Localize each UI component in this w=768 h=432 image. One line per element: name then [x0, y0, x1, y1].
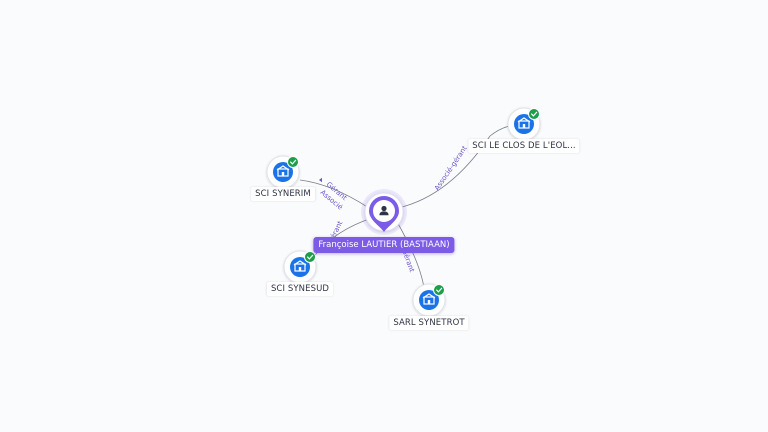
person-node[interactable]: [361, 189, 407, 235]
edge-synerim: [299, 179, 370, 209]
edge-label-clos: Associé-gérant: [433, 144, 469, 192]
company-label-synesud[interactable]: SCI SYNESUD: [266, 282, 334, 296]
building-icon: [276, 165, 290, 177]
company-label-synetrot[interactable]: SARL SYNETROT: [389, 316, 469, 330]
company-label-synerim[interactable]: SCI SYNERIM: [251, 187, 315, 201]
verified-check-icon: [287, 156, 299, 168]
building-icon: [422, 293, 436, 305]
verified-check-icon: [528, 108, 540, 120]
edge-synetrot: [395, 219, 425, 289]
company-label-clos[interactable]: SCI LE CLOS DE L'EOL...: [468, 139, 580, 153]
verified-check-icon: [304, 251, 316, 263]
building-icon: [517, 117, 531, 129]
company-node-synesud[interactable]: [283, 250, 317, 284]
verified-check-icon: [433, 284, 445, 296]
person-name-label[interactable]: Françoise LAUTIER (BASTIAAN): [313, 237, 455, 253]
user-icon: [379, 205, 389, 216]
company-node-synetrot[interactable]: [412, 283, 446, 317]
company-node-clos[interactable]: [507, 107, 541, 141]
company-node-synerim[interactable]: [266, 155, 300, 189]
building-icon: [293, 260, 307, 272]
arrow-synerim: [319, 177, 322, 183]
